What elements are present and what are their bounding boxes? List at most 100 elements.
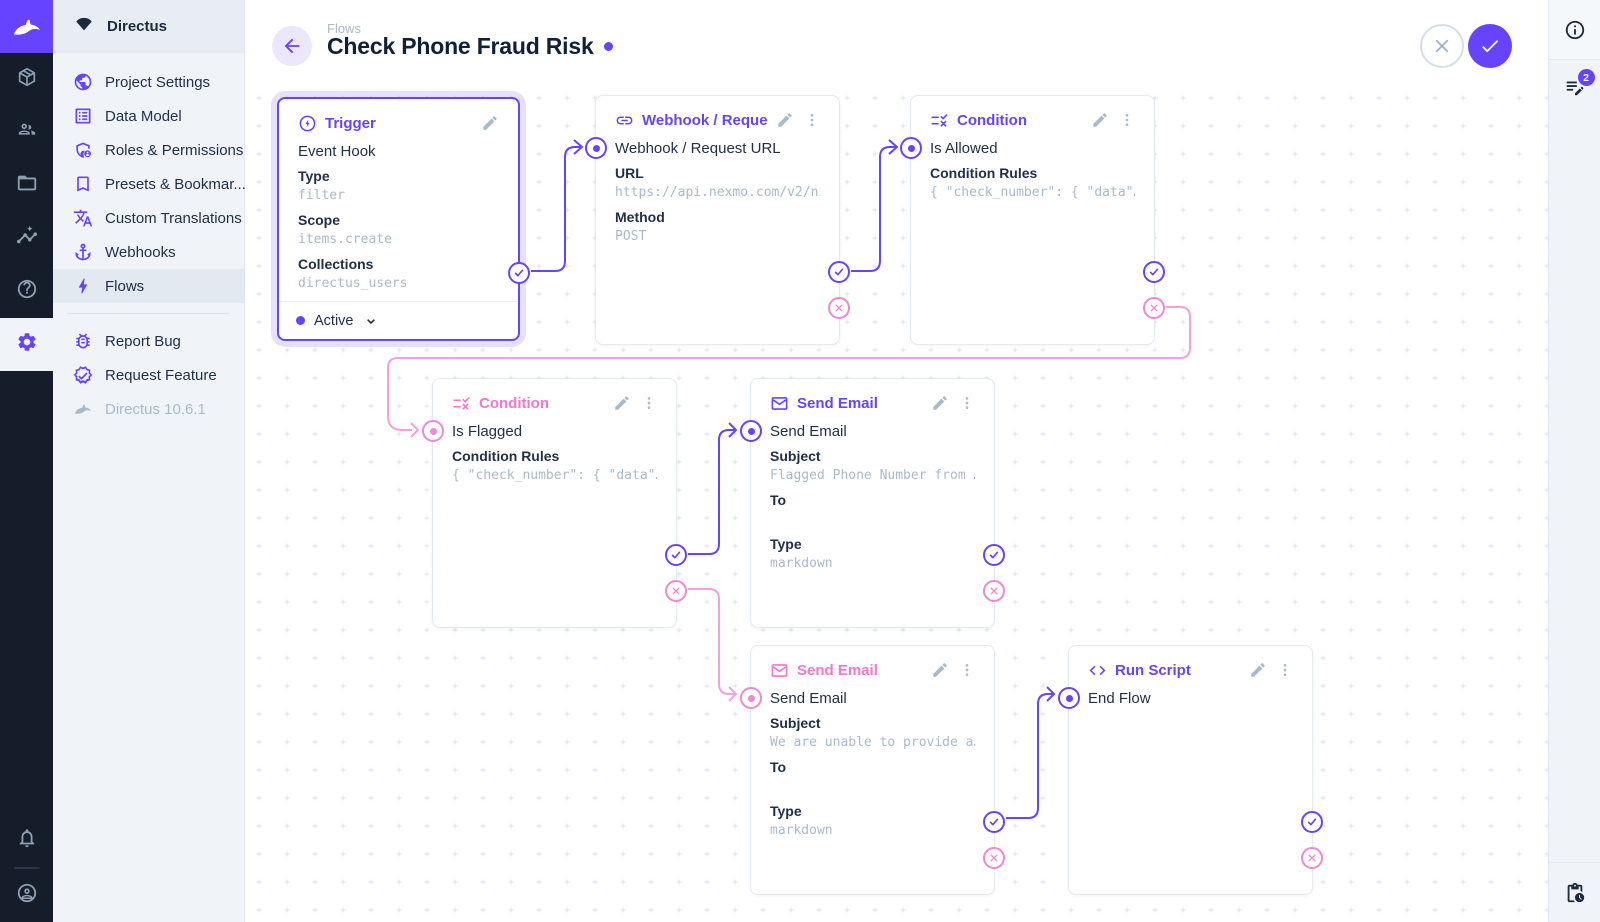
connector-reject[interactable] bbox=[983, 847, 1005, 869]
bolt-icon bbox=[73, 276, 93, 296]
flow-panel-run-script[interactable]: Run Script End Flow bbox=[1058, 645, 1323, 895]
flow-panel-trigger[interactable]: Trigger Event Hook Type filter Scope ite… bbox=[277, 97, 530, 341]
more-options-icon[interactable] bbox=[804, 112, 820, 128]
back-button[interactable] bbox=[272, 26, 312, 66]
sidebar-item-label: Data Model bbox=[105, 107, 182, 125]
more-options-icon[interactable] bbox=[641, 395, 657, 411]
field-label: Subject bbox=[770, 448, 821, 464]
sidebar-item-flows[interactable]: Flows bbox=[53, 269, 244, 303]
page-title: Check Phone Fraud Risk bbox=[327, 33, 594, 59]
connector-resolve[interactable] bbox=[665, 544, 687, 566]
field-label: Condition Rules bbox=[452, 448, 560, 464]
module-content[interactable] bbox=[0, 53, 53, 106]
connector-resolve[interactable] bbox=[983, 544, 1005, 566]
module-bar bbox=[0, 0, 53, 922]
connector-reject[interactable] bbox=[1301, 847, 1323, 869]
breadcrumb[interactable]: Flows bbox=[327, 21, 361, 36]
edit-icon[interactable] bbox=[481, 114, 499, 132]
edit-icon[interactable] bbox=[1249, 661, 1267, 679]
notifications-button[interactable] bbox=[0, 814, 53, 867]
status-label: Active bbox=[314, 312, 354, 329]
box-icon bbox=[16, 66, 38, 93]
sidebar-item-webhooks[interactable]: Webhooks bbox=[53, 235, 244, 269]
sidebar-item-label: Custom Translations bbox=[105, 209, 242, 227]
sidebar-item-roles-permissions[interactable]: Roles & Permissions bbox=[53, 133, 244, 167]
shield-person-icon bbox=[73, 140, 93, 160]
panel-option: End Flow bbox=[1088, 690, 1151, 707]
connector-input[interactable] bbox=[585, 137, 607, 159]
more-options-icon[interactable] bbox=[1119, 112, 1135, 128]
rule-icon bbox=[930, 111, 949, 130]
field-label: To bbox=[770, 759, 787, 775]
connector-resolve[interactable] bbox=[1301, 811, 1323, 833]
sidebar-item-report-bug[interactable]: Report Bug bbox=[53, 324, 244, 358]
flow-panel-condition-allowed[interactable]: Condition Is Allowed Condition Rules { "… bbox=[900, 95, 1165, 345]
field-value: markdown bbox=[770, 556, 833, 571]
revisions-button[interactable] bbox=[1564, 882, 1586, 904]
sidebar-item-presets-bookmarks[interactable]: Presets & Bookmar... bbox=[53, 167, 246, 201]
connector-resolve[interactable] bbox=[983, 811, 1005, 833]
field-value: POST bbox=[615, 229, 647, 244]
module-files[interactable] bbox=[0, 159, 53, 212]
chevron-down-icon bbox=[363, 313, 379, 329]
trigger-status-row[interactable]: Active bbox=[279, 301, 518, 339]
sidebar-item-project-settings[interactable]: Project Settings bbox=[53, 65, 244, 99]
project-header[interactable]: Directus bbox=[53, 0, 244, 53]
sidebar-item-label: Flows bbox=[105, 277, 145, 295]
edit-icon[interactable] bbox=[613, 394, 631, 412]
connector-reject[interactable] bbox=[983, 580, 1005, 602]
connector-input[interactable] bbox=[900, 137, 922, 159]
connector-reject[interactable] bbox=[665, 580, 687, 602]
cancel-button[interactable] bbox=[1420, 24, 1464, 68]
field-value: { "check_number": { "data"… bbox=[452, 468, 657, 483]
field-label: Collections bbox=[298, 256, 374, 272]
panel-title: Webhook / Request U bbox=[642, 111, 768, 129]
connector-input[interactable] bbox=[422, 420, 444, 442]
more-options-icon[interactable] bbox=[959, 662, 975, 678]
account-button[interactable] bbox=[0, 869, 53, 922]
module-insights[interactable] bbox=[0, 212, 53, 265]
field-label: Method bbox=[615, 209, 665, 225]
connector-input[interactable] bbox=[1058, 687, 1080, 709]
panel-option: Is Flagged bbox=[452, 423, 523, 440]
flow-panel-send-email-flagged[interactable]: Send Email Send Email Subject Flagged Ph… bbox=[740, 378, 1005, 628]
connector-resolve[interactable] bbox=[1143, 261, 1165, 283]
directus-rabbit-logo[interactable] bbox=[0, 0, 53, 53]
connector-resolve[interactable] bbox=[508, 262, 530, 284]
edit-icon[interactable] bbox=[776, 111, 794, 129]
connector-input[interactable] bbox=[740, 687, 762, 709]
flow-panel-webhook[interactable]: Webhook / Request U Webhook / Request UR… bbox=[585, 95, 850, 345]
sidebar-item-data-model[interactable]: Data Model bbox=[53, 99, 244, 133]
connector-resolve[interactable] bbox=[828, 261, 850, 283]
bug-icon bbox=[73, 331, 93, 351]
field-value: items.create bbox=[298, 232, 392, 247]
edit-icon[interactable] bbox=[931, 394, 949, 412]
panel-title: Trigger bbox=[325, 114, 376, 132]
flow-panel-condition-flagged[interactable]: Condition Is Flagged Condition Rules { "… bbox=[422, 378, 687, 628]
connector-reject[interactable] bbox=[828, 297, 850, 319]
info-button[interactable] bbox=[1564, 19, 1586, 41]
more-options-icon[interactable] bbox=[959, 395, 975, 411]
sidebar-item-request-feature[interactable]: Request Feature bbox=[53, 358, 244, 392]
sidebar-item-custom-translations[interactable]: Custom Translations bbox=[53, 201, 244, 235]
sidebar-item-label: Report Bug bbox=[105, 332, 181, 350]
mail-icon bbox=[770, 661, 789, 680]
module-users[interactable] bbox=[0, 106, 53, 159]
field-value bbox=[770, 779, 975, 798]
globe-icon bbox=[73, 72, 93, 92]
connector-reject[interactable] bbox=[1143, 297, 1165, 319]
account-circle-icon bbox=[16, 882, 38, 909]
save-button[interactable] bbox=[1468, 24, 1512, 68]
module-docs[interactable] bbox=[0, 265, 53, 318]
connector-input[interactable] bbox=[740, 420, 762, 442]
flow-panel-send-email-unable[interactable]: Send Email Send Email Subject We are una… bbox=[740, 645, 1005, 895]
module-settings[interactable] bbox=[0, 318, 53, 371]
more-options-icon[interactable] bbox=[1277, 662, 1293, 678]
notes-button[interactable]: 2 bbox=[1564, 69, 1595, 98]
edit-icon[interactable] bbox=[931, 661, 949, 679]
new-releases-icon bbox=[73, 365, 93, 385]
info-icon bbox=[1565, 20, 1584, 39]
edit-icon[interactable] bbox=[1091, 111, 1109, 129]
edit-note-icon bbox=[1566, 81, 1583, 96]
